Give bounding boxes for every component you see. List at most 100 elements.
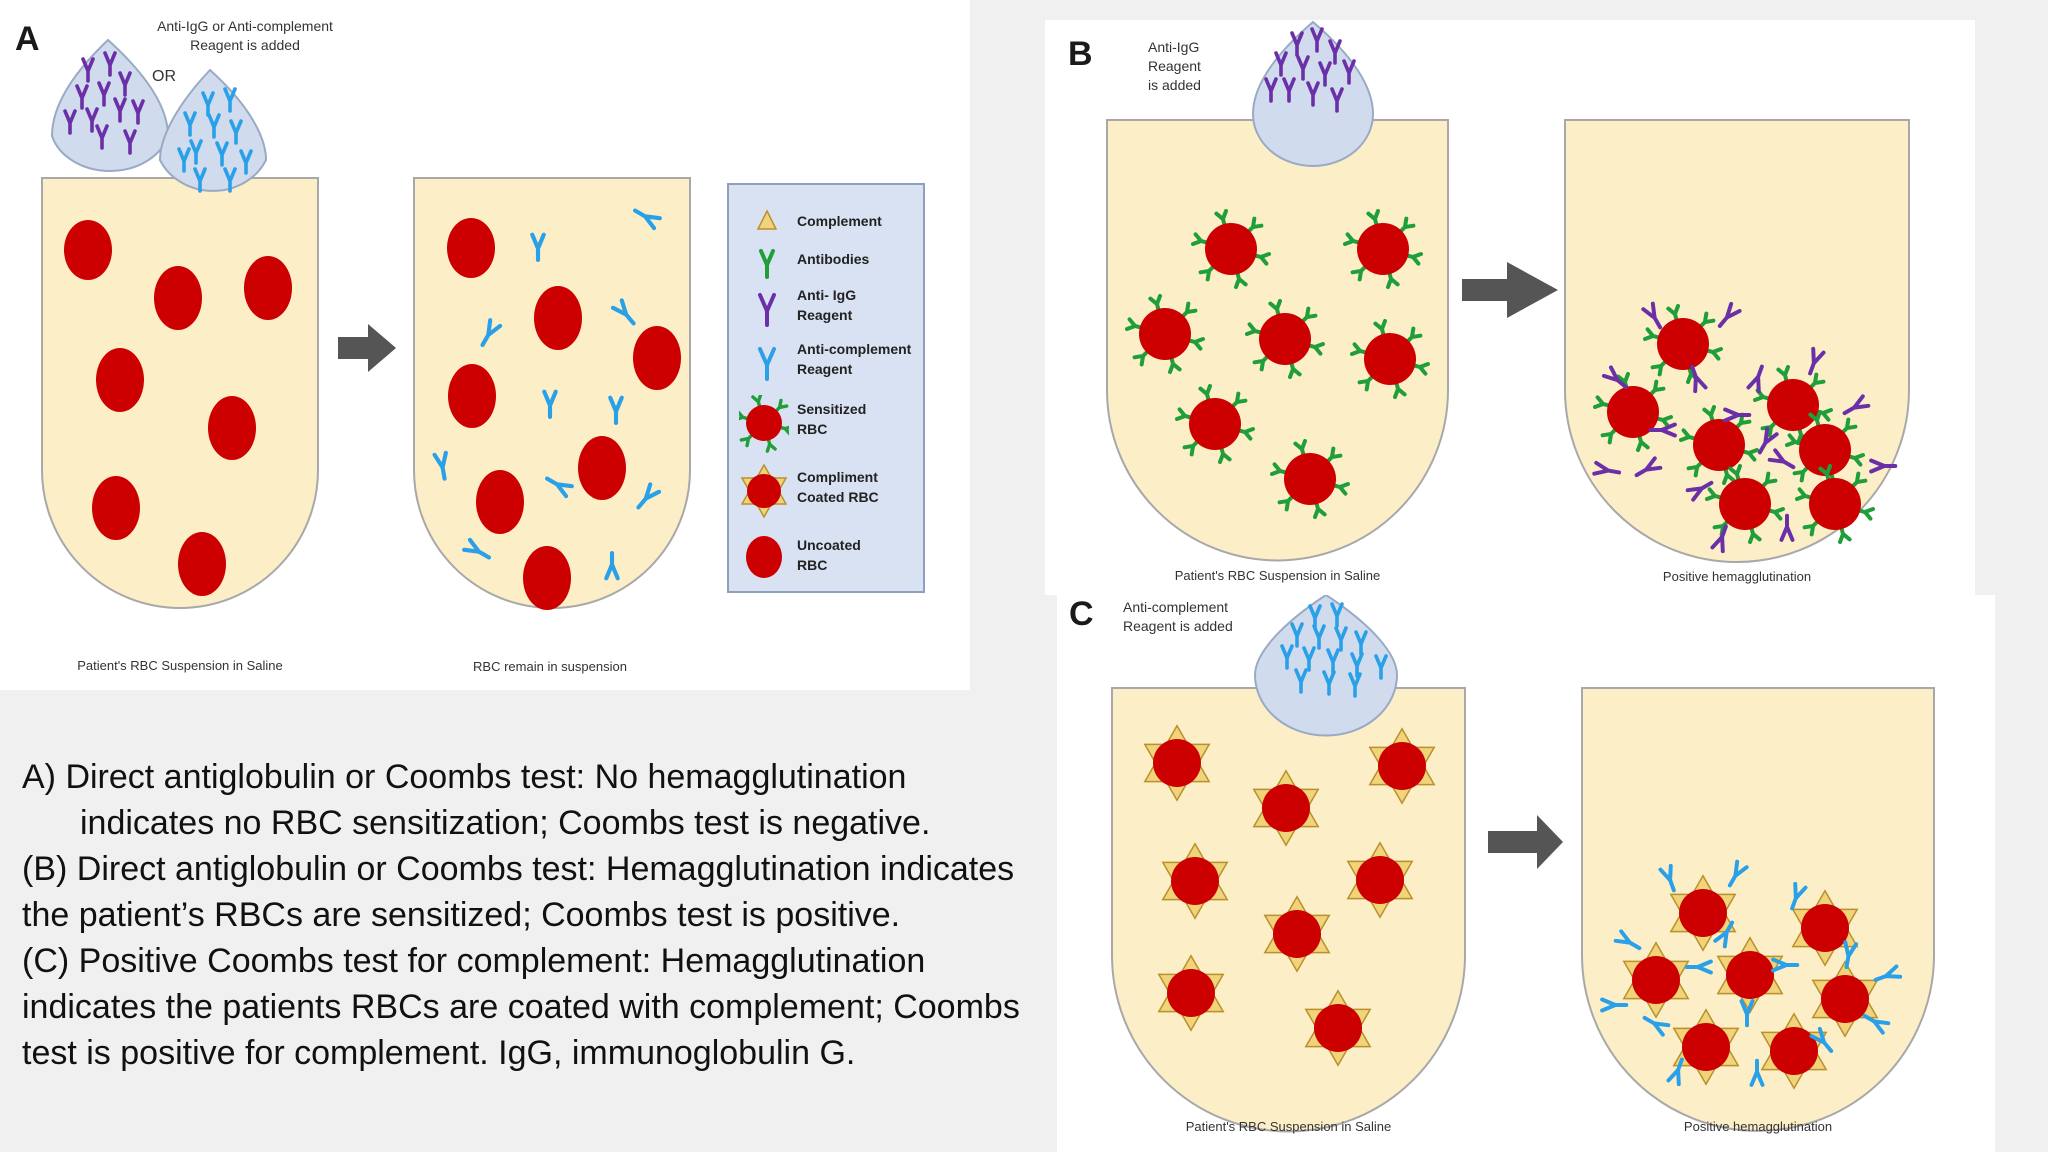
legend-item-anti-igg: Anti- IgG Reagent [729,285,927,339]
anti-igg-reagent [1717,301,1742,328]
anti-complement-reagent [544,476,574,499]
anti-igg-reagent [1746,364,1764,394]
anti-igg-reagent-cluster [1264,27,1356,113]
anti-igg-reagent [1648,422,1677,438]
anti-igg-reagent [1274,51,1288,77]
anti-complement-reagent [239,149,253,175]
uncoated-rbc [64,220,112,280]
complement-coated-rbc [1346,841,1414,919]
panel-a-right-caption: RBC remain in suspension [473,659,627,674]
anti-complement-reagent [1843,940,1859,970]
caption-a-line2: indicates no RBC sensitization; Coombs t… [80,804,931,842]
panel-a-reagent-note: Anti-IgG or Anti-complement Reagent is a… [157,18,333,53]
anti-complement-reagent [1312,624,1326,650]
anti-complement-reagent [1350,652,1364,678]
uncoated-rbc-group-suspension [447,218,681,610]
anti-complement-reagent [201,91,215,117]
anti-complement-reagent [1294,668,1308,694]
sensitized-rbc [1125,294,1205,374]
anti-igg-reagent [1710,524,1728,554]
anti-complement-reagent [1354,630,1368,656]
anti-complement-reagent [1790,881,1808,911]
tube-c-left [1111,687,1466,1133]
complement-coated-rbc-group [1143,724,1436,1067]
agglutinated-rbc-group [1600,859,1903,1090]
legend-label: Antibodies [797,251,870,267]
anti-igg-reagent [1690,364,1708,394]
sensitized-rbc [1593,372,1673,452]
arrow-icon [1462,262,1558,318]
anti-igg-reagent [1601,365,1628,390]
arrow-icon [338,324,396,372]
sensitized-rbc [1270,439,1350,519]
anti-complement-icon [758,347,776,381]
complement-coated-rbc [1304,989,1372,1067]
free-anti-complement-reagent [432,208,662,581]
complement-coated-rbc [1669,874,1737,952]
caption-c: (C) Positive Coombs test for complement:… [22,942,1020,1072]
uncoated-rbc [578,436,626,500]
uncoated-rbc-icon [746,536,782,578]
anti-complement-reagent [1280,644,1294,670]
anti-igg-reagent [103,51,117,77]
uncoated-rbc [208,396,256,460]
anti-complement-reagent [1330,602,1344,628]
anti-complement-reagent [480,318,503,348]
anti-igg-reagent [1330,87,1344,113]
legend-item-complement-coated-rbc: Compliment Coated RBC [729,463,927,519]
legend-item-complement: Complement [729,205,927,259]
panel-b-reagent-note: Anti-IgG Reagent is added [1148,39,1201,93]
uncoated-rbc [92,476,140,540]
anti-igg-reagent [113,97,127,123]
uncoated-rbc [154,266,202,330]
panel-c-reagent-note: Anti-complement Reagent is added [1123,599,1233,634]
anti-complement-reagent [207,113,221,139]
panel-b-left-caption: Patient's RBC Suspension in Saline [1174,568,1381,583]
anti-igg-reagent [1634,456,1663,478]
uncoated-rbc [447,218,495,278]
complement-coated-rbc-icon [740,463,788,519]
anti-igg-reagent [1723,407,1752,423]
uncoated-rbc [476,470,524,534]
anti-complement-reagent [1713,920,1735,949]
caption-b: (B) Direct antiglobulin or Coombs test: … [22,850,1015,934]
anti-igg-reagent [1767,448,1796,470]
anti-igg-icon [758,293,776,327]
complement-coated-rbc [1161,842,1229,920]
sensitized-rbc [1785,410,1865,490]
antibody-icon [759,249,775,279]
anti-igg-reagent [75,84,89,110]
panel-b: B Anti-IgG Reagent is added Patient's RB… [1045,20,1975,595]
legend-item-antibodies: Antibodies [729,243,927,297]
sensitized-rbc [1245,299,1325,379]
anti-igg-reagent [95,124,109,150]
anti-igg-reagent [85,107,99,133]
sensitized-rbc [1175,384,1255,464]
anti-complement-reagent [1658,863,1676,893]
anti-complement-reagent [1666,1057,1684,1087]
anti-complement-reagent-cluster [177,87,253,193]
anti-igg-reagent [1808,346,1826,376]
anti-complement-reagent [610,298,636,326]
anti-complement-reagent [1348,672,1362,698]
complement-coated-rbc [1791,889,1859,967]
legend-label: Complement [797,213,882,229]
legend-label: Anti- IgG Reagent [797,287,857,323]
anti-complement-reagent [177,147,191,173]
anti-complement-reagent [1727,859,1749,888]
uncoated-rbc [96,348,144,412]
uncoated-rbc [633,326,681,390]
legend-label: Compliment Coated RBC [797,469,879,505]
anti-complement-reagent [608,395,624,426]
complement-coated-rbc [1157,954,1225,1032]
anti-igg-reagent [123,129,137,155]
anti-igg-reagent [1842,394,1871,416]
anti-igg-reagent [118,71,132,97]
anti-igg-reagent [63,109,77,135]
anti-igg-reagent [1310,27,1324,53]
caption-a-line1: A) Direct antiglobulin or Coombs test: N… [22,758,907,796]
anti-igg-reagent [1342,59,1356,85]
legend-label: Uncoated RBC [797,537,861,573]
panel-b-label: B [1068,35,1093,73]
anti-complement-reagent [636,482,662,510]
